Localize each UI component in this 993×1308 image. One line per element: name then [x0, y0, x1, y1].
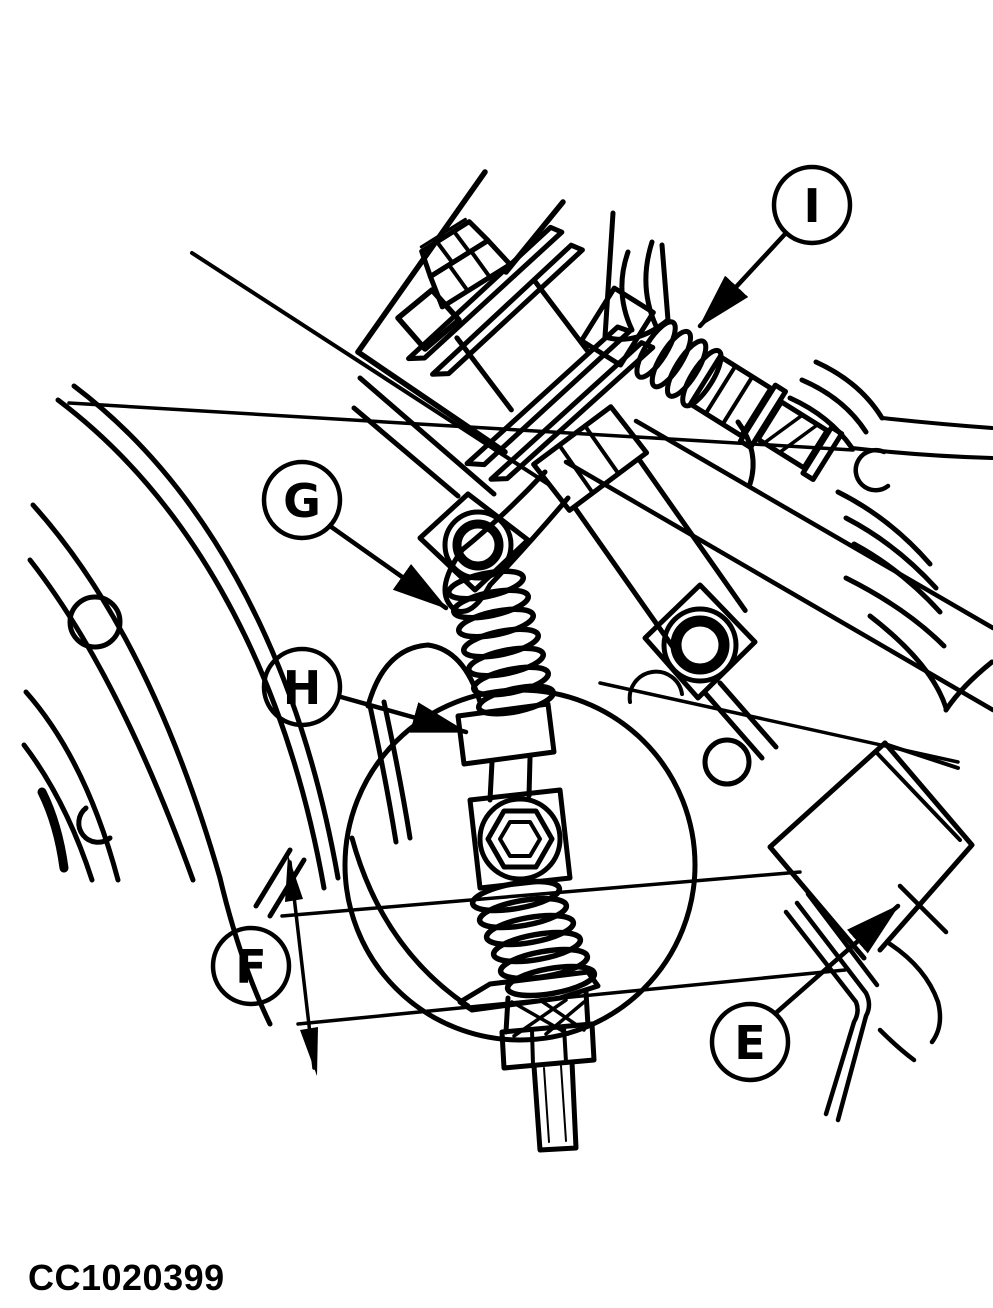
- leader-e: [774, 903, 901, 1015]
- trunnion-nut: [467, 787, 573, 891]
- cone-washer-upper-2: [430, 242, 585, 377]
- dimension-arrow-up: [285, 855, 303, 902]
- bracket-box: [767, 740, 975, 961]
- return-spring-g: [417, 469, 571, 717]
- extension-line-bottom: [296, 968, 847, 1026]
- break-tick: [253, 847, 293, 909]
- cone-washer-lower-2: [488, 340, 656, 482]
- callout-circle-e: [709, 1001, 791, 1083]
- housing-bolt-hole: [67, 594, 123, 650]
- tube-e: [783, 883, 949, 1123]
- lever-end-block: [642, 582, 779, 761]
- clutch-housing-arcs: [21, 383, 471, 1027]
- figure-code: CC1020399: [28, 1257, 225, 1298]
- cone-washer-upper-1: [406, 224, 565, 362]
- callout-letter-e: E: [734, 1016, 765, 1070]
- leader-g: [327, 523, 449, 611]
- hex-section: [531, 404, 650, 513]
- jam-nut: [499, 1021, 597, 1071]
- cone-washer-lower-1: [464, 324, 633, 468]
- callout-letter-i: I: [803, 179, 820, 233]
- small-hole: [702, 737, 752, 787]
- bushing-h: [455, 701, 557, 803]
- extension-line-top: [280, 870, 802, 918]
- callout-letter-f: F: [235, 940, 266, 994]
- bracket-arm: [602, 210, 671, 342]
- spring-seat-washer: [457, 969, 601, 1013]
- callout-letter-g: G: [283, 474, 321, 528]
- threaded-rod-end: [531, 1059, 579, 1153]
- jam-nut-and-rod: [499, 989, 597, 1153]
- bracket-square-hole: [395, 287, 462, 352]
- callout-circle-i: [771, 164, 853, 246]
- leader-i: [697, 230, 789, 329]
- spring-eyelet: [452, 519, 504, 571]
- callout-letter-h: H: [283, 661, 322, 715]
- callout-circle-h: [261, 646, 343, 728]
- detail-circle: [342, 687, 698, 1043]
- rod-tab: [578, 285, 656, 368]
- pushrod-assembly: [406, 217, 748, 661]
- adjuster-spring-f: [457, 878, 601, 1013]
- boot-curves: [735, 359, 993, 493]
- callout-circle-f: [210, 925, 292, 1007]
- adjuster-rod-i: [578, 285, 845, 482]
- frame-band: [563, 418, 993, 713]
- dimension-f: [253, 847, 847, 1076]
- callouts: I G H F E: [210, 164, 853, 1083]
- leader-h: [338, 694, 469, 735]
- lever-pivot-eye: [670, 615, 730, 675]
- callout-circle-g: [261, 459, 343, 541]
- dimension-arrow-down: [300, 1027, 318, 1076]
- mounting-bracket: [355, 169, 566, 455]
- callout-leaders: [327, 230, 901, 1015]
- line-bump: [627, 669, 684, 704]
